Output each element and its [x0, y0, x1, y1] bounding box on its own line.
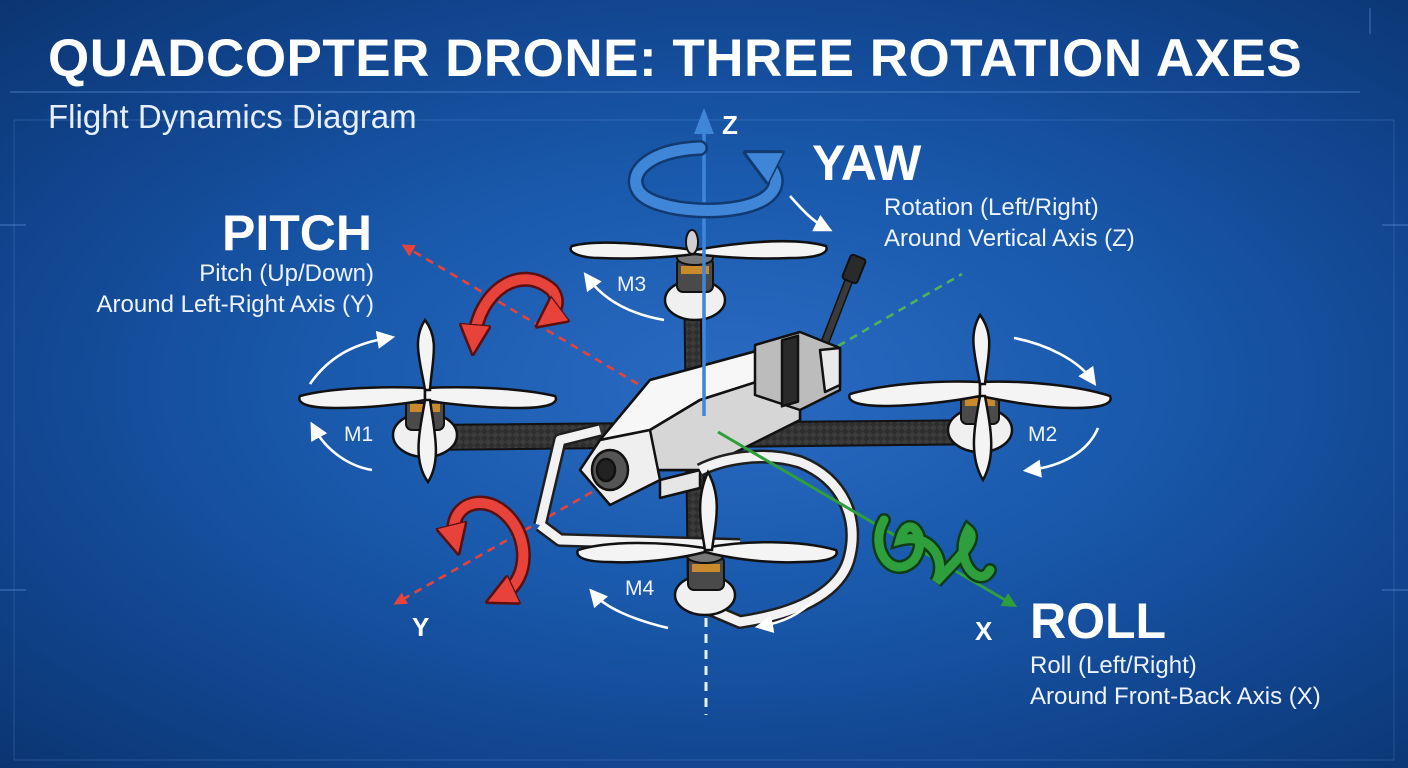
- motor-label-m1: M1: [344, 423, 374, 446]
- yaw-heading: YAW: [812, 135, 922, 191]
- yaw-line-1: Rotation (Left/Right): [884, 194, 1099, 221]
- x-axis-line: [717, 430, 1018, 608]
- antenna: [817, 253, 867, 355]
- pitch-line-2: Around Left-Right Axis (Y): [96, 291, 374, 318]
- pitch-description: Pitch (Up/Down) Around Left-Right Axis (…: [97, 258, 374, 320]
- motor-m4: [576, 469, 838, 617]
- roll-line-2: Around Front-Back Axis (X): [1030, 683, 1321, 710]
- page-title: QUADCOPTER DRONE: THREE ROTATION AXES: [48, 29, 1303, 88]
- x-axis-back-dashed: [837, 272, 963, 348]
- page-subtitle: Flight Dynamics Diagram: [48, 98, 417, 135]
- pitch-rotation-arrow-lower: [454, 495, 531, 596]
- yaw-rotation-arrow: [627, 140, 776, 219]
- roll-rotation-arrow: [871, 513, 997, 587]
- motor-m2: [848, 312, 1112, 483]
- y-axis-label: Y: [412, 612, 430, 642]
- z-axis-arrowhead: [694, 108, 714, 134]
- pitch-line-1: Pitch (Up/Down): [199, 260, 374, 287]
- z-axis-label: Z: [722, 110, 738, 140]
- blueprint-frame-lines: [0, 8, 1408, 761]
- roll-description: Roll (Left/Right) Around Front-Back Axis…: [1030, 650, 1321, 712]
- motor-spin-arrows: [308, 195, 1100, 633]
- quadcopter-drone: [298, 229, 1112, 629]
- roll-line-1: Roll (Left/Right): [1030, 652, 1197, 679]
- yaw-description: Rotation (Left/Right) Around Vertical Ax…: [884, 192, 1135, 254]
- y-axis-line: [401, 244, 639, 386]
- drone-body: [578, 330, 842, 507]
- motor-label-m4: M4: [625, 577, 655, 600]
- roll-heading: ROLL: [1030, 593, 1167, 649]
- y-axis-line-front: [393, 490, 593, 605]
- x-axis-label: X: [975, 616, 993, 646]
- pitch-heading: PITCH: [222, 205, 372, 261]
- motor-m3: [569, 229, 828, 322]
- motor-label-m2: M2: [1028, 423, 1058, 446]
- motor-label-m3: M3: [617, 273, 647, 296]
- motor-m1: [298, 317, 558, 485]
- pitch-rotation-arrow-upper: [474, 271, 556, 340]
- yaw-line-2: Around Vertical Axis (Z): [884, 225, 1135, 252]
